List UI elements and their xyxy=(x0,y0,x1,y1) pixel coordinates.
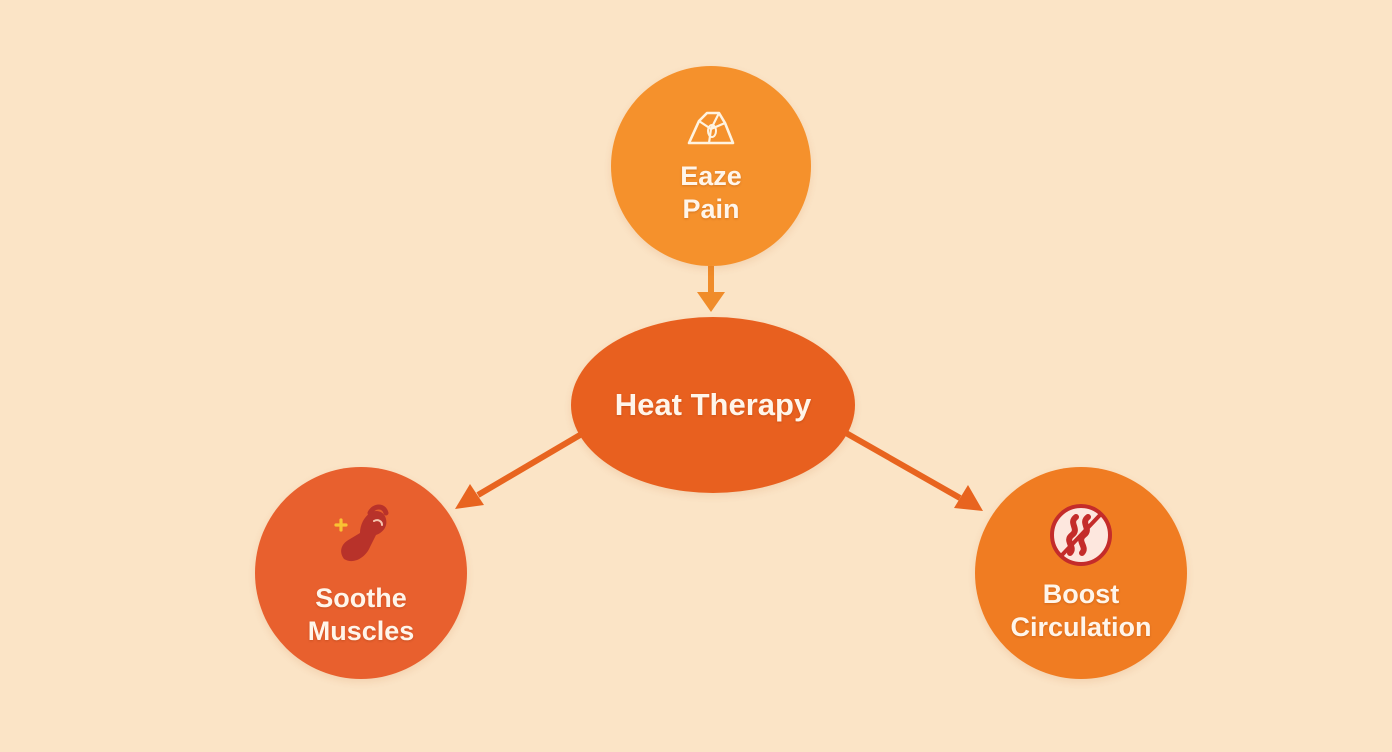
node-ease-pain-line2: Pain xyxy=(682,193,740,224)
arrow-center-to-left-head xyxy=(455,484,484,509)
rock-pain-icon xyxy=(683,107,739,152)
blood-vessel-icon xyxy=(1046,503,1116,572)
arrow-center-to-right-head xyxy=(954,485,983,511)
node-heat-therapy-label: Heat Therapy xyxy=(614,387,812,422)
node-soothe-muscles-line1: Soothe xyxy=(315,582,407,613)
arrow-center-to-right xyxy=(844,430,962,501)
node-soothe-muscles-line2: Muscles xyxy=(307,615,415,646)
node-ease-pain: Eaze Pain xyxy=(611,66,811,266)
arrow-top-to-center-head xyxy=(697,292,725,312)
muscle-arm-icon xyxy=(330,499,392,576)
node-heat-therapy: Heat Therapy xyxy=(571,317,855,493)
node-soothe-muscles: Soothe Muscles xyxy=(255,467,467,679)
node-boost-circulation-line2: Circulation xyxy=(1010,611,1152,642)
arrow-center-to-left xyxy=(476,432,582,498)
node-boost-circulation: Boost Circulation xyxy=(975,467,1187,679)
node-boost-circulation-line1: Boost xyxy=(1042,578,1120,609)
node-ease-pain-line1: Eaze xyxy=(680,160,742,191)
